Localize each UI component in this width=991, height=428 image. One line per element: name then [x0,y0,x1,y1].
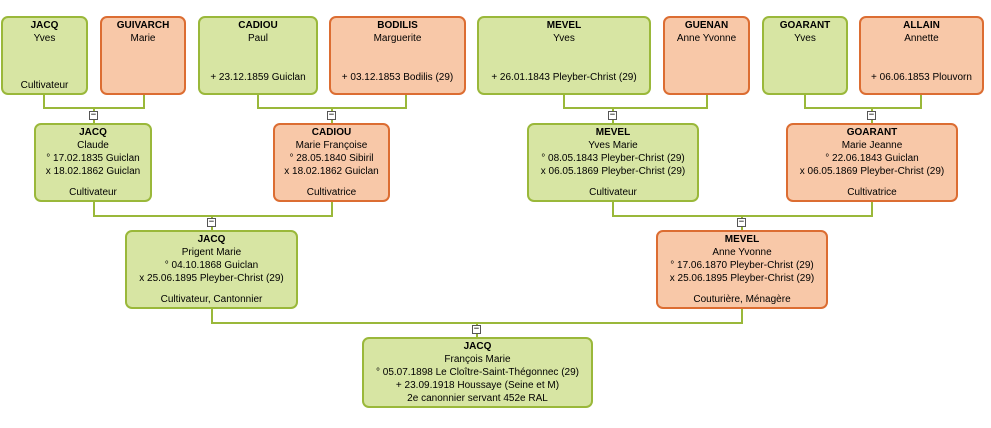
person-surname: JACQ [463,341,492,352]
person-surname: GOARANT [846,127,898,138]
person-surname: MEVEL [724,234,760,245]
connector-line [920,94,922,108]
person-birth: ° 04.10.1868 Guiclan [164,260,259,271]
connector-line [43,94,45,108]
person-given-name: Prigent Marie [181,247,242,258]
person-surname: CADIOU [311,127,352,138]
person-surname: CADIOU [238,20,278,31]
connector-line [563,94,565,108]
connector-line [612,201,614,216]
person-surname: GUENAN [684,20,729,31]
person-surname: GOARANT [779,20,831,31]
connector-line [211,308,213,323]
person-death: + 03.12.1853 Bodilis (29) [341,72,454,83]
connector-line [93,201,95,216]
person-card-g4[interactable]: BODILIS Marguerite + 03.12.1853 Bodilis … [329,16,466,95]
person-birth: ° 05.07.1898 Le Cloître-Saint-Thégonnec … [375,367,579,378]
connector-line [871,201,873,216]
person-surname: JACQ [79,127,107,138]
person-surname: JACQ [30,20,59,31]
person-given-name: Marguerite [373,33,422,44]
person-card-q2[interactable]: MEVEL Anne Yvonne ° 17.06.1870 Pleyber-C… [656,230,828,309]
person-occupation: Cultivateur [69,187,117,198]
person-card-p4[interactable]: GOARANT Marie Jeanne ° 22.06.1843 Guicla… [786,123,958,202]
person-given-name: Paul [247,33,268,44]
person-marriage: x 25.06.1895 Pleyber-Christ (29) [139,273,284,284]
person-death: + 26.01.1843 Pleyber-Christ (29) [491,72,637,83]
connector-line [804,107,922,109]
collapse-toggle[interactable]: − [608,110,617,120]
person-occupation: Cultivatrice [306,187,357,198]
person-card-g1[interactable]: JACQ Yves Cultivateur [1,16,88,95]
connector-line [143,94,145,108]
person-surname: JACQ [197,234,226,245]
connector-line [93,215,333,217]
person-occupation: 2e canonnier servant 452e RAL [407,393,548,404]
person-death: + 23.09.1918 Houssaye (Seine et M) [395,380,560,391]
person-card-root[interactable]: JACQ François Marie ° 05.07.1898 Le Cloî… [362,337,593,408]
collapse-toggle[interactable]: − [327,110,336,120]
person-occupation: Cultivateur, Cantonnier [160,294,263,305]
person-card-q1[interactable]: JACQ Prigent Marie ° 04.10.1868 Guiclan … [125,230,298,309]
person-given-name: Yves [794,33,816,44]
person-card-p3[interactable]: MEVEL Yves Marie ° 08.05.1843 Pleyber-Ch… [527,123,699,202]
person-surname: MEVEL [546,20,582,31]
person-occupation: Cultivateur [20,80,69,91]
person-birth: ° 22.06.1843 Guiclan [825,153,919,164]
person-given-name: Marie Jeanne [841,140,903,151]
person-given-name: Anne Yvonne [712,247,772,258]
connector-line [331,201,333,216]
person-card-g3[interactable]: CADIOU Paul + 23.12.1859 Guiclan [198,16,318,95]
person-surname: MEVEL [595,127,631,138]
person-surname: GUIVARCH [116,20,170,31]
connector-line [405,94,407,108]
person-death: + 23.12.1859 Guiclan [210,72,306,83]
person-marriage: x 18.02.1862 Guiclan [284,166,379,177]
collapse-toggle[interactable]: − [867,110,876,120]
person-card-g5[interactable]: MEVEL Yves + 26.01.1843 Pleyber-Christ (… [477,16,651,95]
person-birth: ° 17.06.1870 Pleyber-Christ (29) [670,260,814,271]
person-given-name: Anne Yvonne [676,33,737,44]
connector-line [563,107,708,109]
person-surname: BODILIS [377,20,418,31]
person-birth: ° 17.02.1835 Guiclan [46,153,140,164]
person-card-p2[interactable]: CADIOU Marie Françoise ° 28.05.1840 Sibi… [273,123,390,202]
person-birth: ° 08.05.1843 Pleyber-Christ (29) [541,153,685,164]
person-card-p1[interactable]: JACQ Claude ° 17.02.1835 Guiclan x 18.02… [34,123,152,202]
person-given-name: Marie Françoise [295,140,368,151]
person-marriage: x 06.05.1869 Pleyber-Christ (29) [540,166,686,177]
person-given-name: Marie [130,33,156,44]
person-given-name: Yves [553,33,575,44]
person-occupation: Couturière, Ménagère [693,294,791,305]
person-card-g2[interactable]: GUIVARCH Marie [100,16,186,95]
person-marriage: x 25.06.1895 Pleyber-Christ (29) [669,273,815,284]
collapse-toggle[interactable]: − [737,217,746,227]
person-marriage: x 18.02.1862 Guiclan [45,166,141,177]
connector-line [804,94,806,108]
person-birth: ° 28.05.1840 Sibiril [289,153,374,164]
person-given-name: François Marie [444,354,511,365]
collapse-toggle[interactable]: − [472,324,481,334]
collapse-toggle[interactable]: − [89,110,98,120]
person-card-g8[interactable]: ALLAIN Annette + 06.06.1853 Plouvorn [859,16,984,95]
person-death: + 06.06.1853 Plouvorn [871,72,972,83]
connector-line [706,94,708,108]
connector-line [741,308,743,323]
person-given-name: Yves Marie [588,140,638,151]
collapse-toggle[interactable]: − [207,217,216,227]
person-surname: ALLAIN [903,20,940,31]
person-given-name: Yves [33,33,56,44]
connector-line [257,94,259,108]
person-card-g7[interactable]: GOARANT Yves [762,16,848,95]
person-marriage: x 06.05.1869 Pleyber-Christ (29) [799,166,945,177]
person-card-g6[interactable]: GUENAN Anne Yvonne [663,16,750,95]
person-given-name: Annette [904,33,939,44]
person-occupation: Cultivatrice [847,187,897,198]
person-occupation: Cultivateur [589,187,637,198]
person-given-name: Claude [77,140,109,151]
